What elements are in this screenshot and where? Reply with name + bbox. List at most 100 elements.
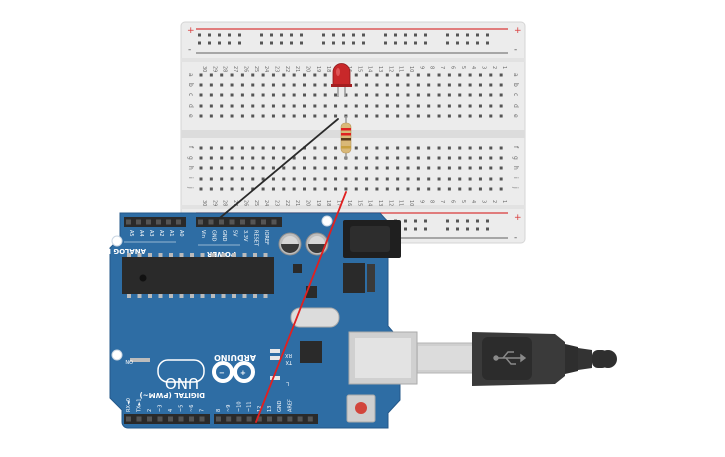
- column-number: 2: [491, 66, 497, 69]
- header-pin[interactable]: [156, 219, 161, 225]
- terminal-hole: [271, 73, 275, 77]
- terminal-hole: [375, 73, 379, 77]
- terminal-hole: [240, 187, 244, 191]
- header-pin[interactable]: [271, 219, 277, 225]
- terminal-hole: [220, 114, 224, 118]
- header-pin[interactable]: [297, 416, 303, 422]
- terminal-hole: [209, 156, 213, 160]
- terminal-hole: [334, 166, 338, 170]
- header-pin[interactable]: [147, 416, 152, 422]
- rail-hole: [456, 33, 459, 37]
- terminal-hole: [499, 146, 503, 150]
- rail-hole: [466, 33, 469, 37]
- chip-pin: [263, 253, 268, 257]
- terminal-hole: [365, 83, 369, 87]
- terminal-hole: [458, 114, 462, 118]
- header-pin[interactable]: [277, 416, 283, 422]
- header-pin[interactable]: [307, 416, 313, 422]
- header-pin[interactable]: [176, 219, 181, 225]
- terminal-hole: [240, 104, 244, 108]
- terminal-hole: [292, 156, 296, 160]
- terminal-hole: [489, 166, 493, 170]
- header-pin[interactable]: [256, 416, 262, 422]
- led-red[interactable]: [331, 63, 352, 97]
- header-pin[interactable]: [240, 219, 245, 225]
- header-pin[interactable]: [229, 219, 235, 225]
- column-number: 19: [315, 200, 321, 206]
- terminal-hole: [396, 83, 400, 87]
- rail-hole: [322, 33, 325, 37]
- header-pin[interactable]: [219, 219, 224, 225]
- header-pin[interactable]: [199, 416, 205, 422]
- chip-pin: [253, 253, 257, 257]
- terminal-hole: [416, 93, 420, 97]
- rail-hole: [218, 41, 221, 45]
- rail-hole: [424, 33, 427, 37]
- chip-pin: [169, 294, 173, 298]
- header-pin[interactable]: [157, 416, 163, 422]
- terminal-hole: [199, 146, 203, 150]
- header-pin[interactable]: [126, 219, 131, 225]
- column-number: 9: [418, 66, 424, 69]
- terminal-hole: [427, 114, 431, 118]
- header-pin[interactable]: [250, 219, 256, 225]
- header-pin[interactable]: [168, 416, 173, 422]
- header-pin[interactable]: [136, 416, 142, 422]
- terminal-hole: [199, 93, 203, 97]
- header-pin[interactable]: [178, 416, 184, 422]
- on-led-label: ON: [125, 358, 133, 364]
- header-pin[interactable]: [189, 416, 194, 422]
- rx-led: [270, 356, 280, 360]
- header-pin[interactable]: [146, 219, 151, 225]
- column-number: 8: [429, 66, 435, 69]
- wire-red-pin13[interactable]: [255, 191, 347, 423]
- digital-pin-label: 8: [216, 409, 222, 412]
- analog-in-label: ANALOG IN: [102, 247, 146, 255]
- wire-black-gnd[interactable]: [214, 118, 339, 223]
- terminal-hole: [375, 177, 379, 181]
- header-pin[interactable]: [267, 416, 272, 422]
- row-letter: g: [512, 156, 519, 160]
- terminal-hole: [199, 156, 203, 160]
- small-ic-1: [293, 264, 302, 273]
- header-pin[interactable]: [226, 416, 232, 422]
- header-pin[interactable]: [208, 219, 214, 225]
- reset-button-cap[interactable]: [355, 402, 367, 414]
- terminal-hole: [334, 187, 338, 191]
- resistor[interactable]: [340, 116, 352, 160]
- rail-hole: [424, 41, 427, 45]
- terminal-hole: [209, 177, 213, 181]
- terminal-hole: [271, 114, 275, 118]
- row-letter: a: [187, 73, 194, 77]
- terminal-hole: [427, 93, 431, 97]
- header-pin[interactable]: [198, 219, 203, 225]
- usb-icon: [493, 351, 527, 365]
- terminal-hole: [209, 146, 213, 150]
- terminal-hole: [261, 156, 265, 160]
- terminal-hole: [313, 187, 317, 191]
- terminal-hole: [251, 83, 255, 87]
- column-number: 14: [367, 66, 373, 72]
- header-pin[interactable]: [246, 416, 252, 422]
- terminal-hole: [334, 156, 338, 160]
- terminal-hole: [199, 114, 203, 118]
- analog-pin-label: A5: [128, 230, 134, 237]
- header-pin[interactable]: [166, 219, 171, 225]
- header-pin[interactable]: [136, 219, 141, 225]
- header-pin[interactable]: [126, 416, 131, 422]
- usb-cable[interactable]: [414, 332, 617, 386]
- header-pin[interactable]: [287, 416, 293, 422]
- header-pins: [126, 219, 313, 422]
- terminal-hole: [334, 93, 338, 97]
- terminal-hole: [468, 104, 472, 108]
- chip-pin: [242, 294, 247, 298]
- terminal-hole: [282, 93, 286, 97]
- header-pin[interactable]: [236, 416, 242, 422]
- terminal-hole: [427, 156, 431, 160]
- header-pin[interactable]: [261, 219, 266, 225]
- power-pin-label: RESET: [253, 230, 259, 247]
- terminal-hole: [344, 93, 348, 97]
- header-pin[interactable]: [216, 416, 221, 422]
